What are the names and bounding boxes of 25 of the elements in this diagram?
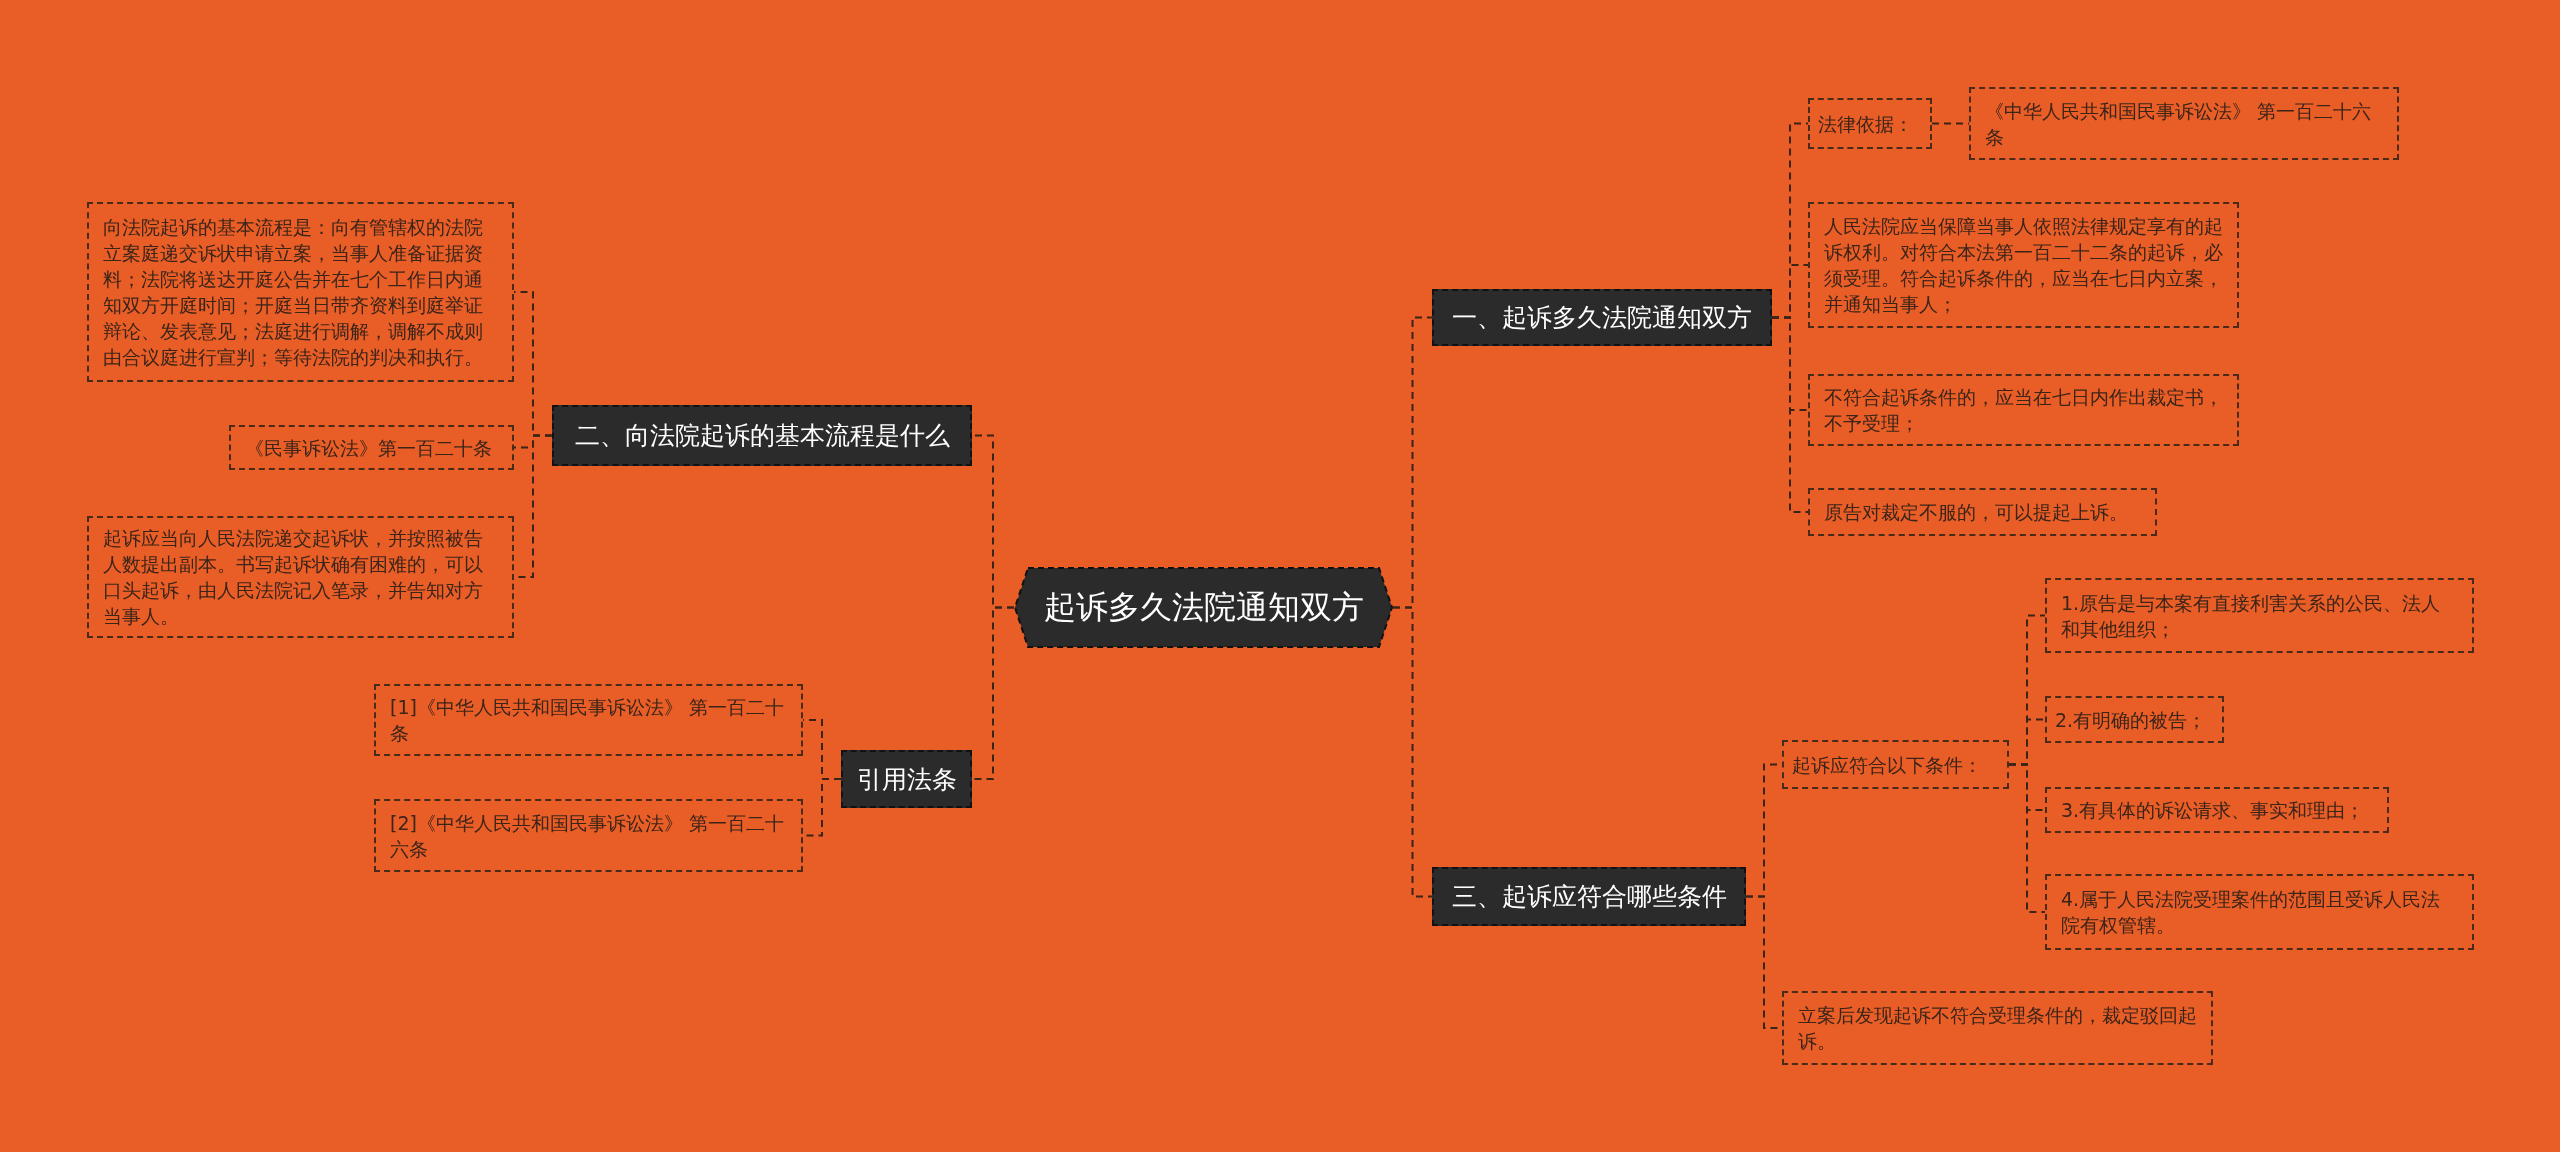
central-topic-hexagon: 起诉多久法院通知双方 (1014, 567, 1393, 648)
connector-line (1931, 122, 1970, 125)
note-box: 《民事诉讼法》第一百二十条 (229, 425, 514, 470)
note-box: [2]《中华人民共和国民事诉讼法》 第一百二十六条 (374, 799, 803, 872)
topic-box: 三、起诉应符合哪些条件 (1432, 867, 1746, 926)
note-box: 原告对裁定不服的，可以提起上诉。 (1808, 488, 2157, 536)
note-box: [1]《中华人民共和国民事诉讼法》 第一百二十条 (374, 684, 803, 756)
note-box: 向法院起诉的基本流程是：向有管辖权的法院立案庭递交诉状申请立案，当事人准备证据资料；法院将送达开庭公告并在七个工作日内通知双方开庭时间；开庭当日带齐资料到庭举证辩论、发表意见；法庭进行调解，调解不成则由合议庭进行宣判；等待法院的判决和执行。 (87, 202, 514, 382)
note-box: 起诉应当向人民法院递交起诉状，并按照被告人数提出副本。书写起诉状确有困难的，可以口头起诉，由人民法院记入笔录，并告知对方当事人。 (87, 516, 514, 638)
note-box: 2.有明确的被告； (2045, 696, 2224, 743)
note-box: 4.属于人民法院受理案件的范围且受诉人民法院有权管辖。 (2045, 874, 2474, 950)
topic-box: 引用法条 (841, 750, 972, 808)
note-box: 3.有具体的诉讼请求、事实和理由； (2045, 787, 2389, 833)
note-box: 《中华人民共和国民事诉讼法》 第一百二十六条 (1969, 87, 2399, 160)
note-box: 起诉应符合以下条件： (1782, 740, 2009, 789)
connector-line (1771, 316, 1809, 513)
topic-box: 二、向法院起诉的基本流程是什么 (552, 405, 972, 466)
connector-line (1392, 606, 1433, 898)
note-box: 人民法院应当保障当事人依照法律规定享有的起诉权利。对符合本法第一百二十二条的起诉，必须受理。符合起诉条件的，应当在七日内立案，并通知当事人； (1808, 202, 2239, 328)
note-box: 法律依据： (1808, 98, 1932, 149)
connector-line (2008, 763, 2046, 913)
topic-box: 一、起诉多久法院通知双方 (1432, 289, 1772, 346)
note-box: 立案后发现起诉不符合受理条件的，裁定驳回起诉。 (1782, 991, 2213, 1065)
note-box: 不符合起诉条件的，应当在七日内作出裁定书，不予受理； (1808, 374, 2239, 446)
note-box: 1.原告是与本案有直接利害关系的公民、法人和其他组织； (2045, 578, 2474, 653)
